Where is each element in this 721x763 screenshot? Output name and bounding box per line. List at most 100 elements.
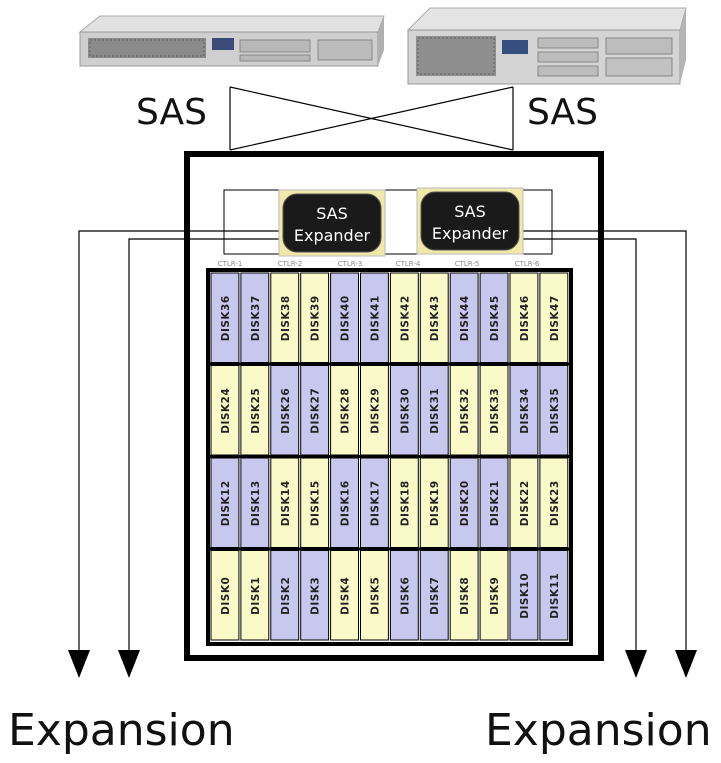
arrow-down-icon: [625, 650, 647, 678]
disk-label: DISK28: [340, 388, 352, 434]
disk-label: DISK29: [369, 388, 381, 434]
disk-slot: [330, 272, 360, 363]
disk-label: DISK4: [340, 577, 352, 615]
disk-label: DISK42: [399, 295, 411, 341]
disk-label: DISK27: [310, 388, 322, 434]
disk-slot: [449, 365, 479, 456]
disk-label: DISK39: [310, 295, 322, 341]
disk-label: DISK11: [549, 573, 561, 619]
disk-label: DISK12: [220, 480, 232, 526]
disk-label: DISK47: [549, 295, 561, 341]
disk-label: DISK23: [549, 480, 561, 526]
disk-label: DISK5: [369, 577, 381, 615]
arrow-down-icon: [118, 650, 140, 678]
sas-label-left: SAS: [136, 92, 207, 133]
disk-label: DISK46: [519, 295, 531, 341]
disk-slot: [509, 457, 539, 548]
disk-label: DISK34: [519, 388, 531, 434]
disk-slot: [509, 550, 539, 641]
disk-slot: [539, 272, 569, 363]
disk-slot: [419, 457, 449, 548]
controller-label: CTLR-4: [396, 260, 421, 268]
disk-label: DISK19: [429, 480, 441, 526]
disk-label: DISK1: [250, 577, 262, 615]
disk-slot: [240, 550, 270, 641]
disk-label: DISK7: [429, 577, 441, 615]
expansion-label-right: Expansion: [485, 705, 712, 756]
controller-labels: CTLR-1 CTLR-2 CTLR-3 CTLR-4 CTLR-5 CTLR-…: [218, 260, 540, 268]
disk-slot: [539, 457, 569, 548]
disk-label: DISK6: [399, 577, 411, 615]
arrow-down-icon: [68, 650, 90, 678]
disk-slot: [360, 272, 389, 363]
disk-slot: [330, 457, 360, 548]
expander-label-line2: Expander: [432, 224, 509, 243]
disk-label: DISK21: [489, 480, 501, 526]
sas-cables: [229, 86, 514, 151]
sas-label-right: SAS: [527, 92, 598, 133]
disk-slot: [270, 272, 300, 363]
disk-slot: [360, 550, 389, 641]
disk-slot: [539, 365, 569, 456]
expander-label-line1: SAS: [316, 204, 348, 223]
disk-slot: [210, 457, 240, 548]
server-right: [406, 7, 687, 85]
controller-label: CTLR-2: [278, 260, 303, 268]
disk-label: DISK41: [369, 295, 381, 341]
disk-slot: [389, 272, 419, 363]
expander-label-line1: SAS: [454, 202, 486, 221]
disk-label: DISK37: [250, 295, 262, 341]
disk-slot: [270, 457, 300, 548]
sas-expander-2: SAS Expander: [416, 187, 524, 255]
disk-label: DISK17: [369, 480, 381, 526]
disk-label: DISK16: [340, 480, 352, 526]
expansion-cables: [78, 230, 687, 655]
disk-slot: [389, 457, 419, 548]
disk-label: DISK43: [429, 295, 441, 341]
controller-label: CTLR-3: [338, 260, 363, 268]
disk-label: DISK14: [280, 480, 292, 526]
expansion-label-left: Expansion: [8, 705, 235, 756]
disk-label: DISK30: [399, 388, 411, 434]
disk-slot: [270, 550, 300, 641]
controller-label: CTLR-6: [515, 260, 540, 268]
disk-label: DISK8: [459, 577, 471, 615]
disk-label: DISK44: [459, 295, 471, 341]
disk-slot: [539, 550, 569, 641]
disk-label: DISK9: [489, 577, 501, 615]
disk-slot: [300, 272, 330, 363]
disk-slot: [419, 365, 449, 456]
disk-slot: [360, 365, 389, 456]
disk-slot: [509, 272, 539, 363]
disk-slot: [419, 272, 449, 363]
disk-slot: [330, 550, 360, 641]
disk-slot: [449, 457, 479, 548]
disk-label: DISK31: [429, 388, 441, 434]
disk-label: DISK45: [489, 295, 501, 341]
expander-label-line2: Expander: [294, 226, 371, 245]
disk-label: DISK25: [250, 388, 262, 434]
disk-label: DISK38: [280, 295, 292, 341]
disk-label: DISK24: [220, 388, 232, 434]
disk-label: DISK15: [310, 480, 322, 526]
server-left: [78, 15, 385, 67]
disk-slot: [479, 365, 509, 456]
disk-label: DISK18: [399, 480, 411, 526]
disk-label: DISK2: [280, 577, 292, 615]
disk-label: DISK0: [220, 577, 232, 615]
disk-slot: [240, 272, 270, 363]
disk-label: DISK26: [280, 388, 292, 434]
disk-label: DISK32: [459, 388, 471, 434]
disk-label: DISK22: [519, 480, 531, 526]
sas-expander-1: SAS Expander: [278, 189, 386, 257]
disk-label: DISK35: [549, 388, 561, 434]
disk-label: DISK10: [519, 573, 531, 619]
disk-label: DISK13: [250, 480, 262, 526]
controller-label: CTLR-1: [218, 260, 243, 268]
disk-label: DISK33: [489, 388, 501, 434]
disk-label: DISK20: [459, 480, 471, 526]
disk-label: DISK3: [310, 577, 322, 615]
disk-label: DISK40: [340, 295, 352, 341]
